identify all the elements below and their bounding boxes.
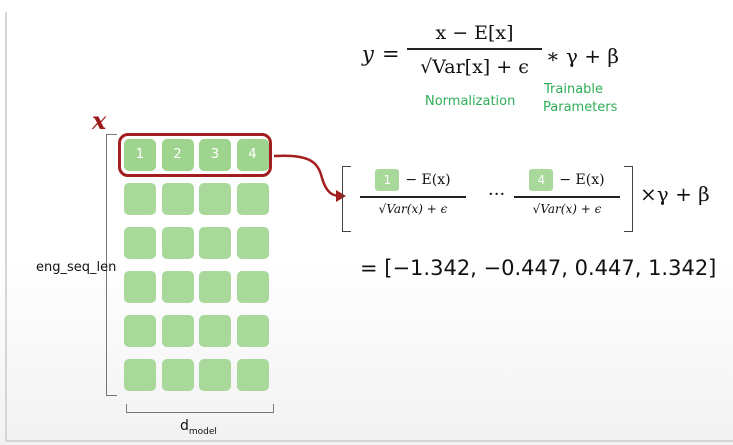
matrix-cell [161, 315, 194, 347]
last-term-denominator: √Var(x) + ϵ [532, 201, 602, 216]
matrix-cell [124, 227, 156, 259]
first-term-bar [360, 196, 466, 198]
matrix-cell [236, 183, 269, 215]
first-term-denominator: √Var(x) + ϵ [378, 201, 448, 216]
formula-scale-shift: ∗ γ + β [546, 44, 619, 68]
trainable-label: Trainable [544, 82, 604, 97]
last-term-numerator: 4 − E(x) [514, 168, 620, 192]
normalized-result: = [−1.342, −0.447, 0.447, 1.342] [360, 256, 717, 280]
d-model-bracket [126, 404, 274, 413]
highlighted-row-box [118, 133, 272, 177]
matrix-cell [161, 227, 194, 259]
matrix-cell [199, 183, 231, 215]
formula-fraction: x − E[x] √Var[x] + ϵ [407, 20, 542, 82]
matrix-cell [161, 271, 194, 303]
seq-len-label: eng_seq_len [36, 260, 117, 275]
ellipsis: ··· [488, 184, 506, 205]
last-term: 4 − E(x) √Var(x) + ϵ [514, 168, 620, 216]
d-model-main: d [180, 418, 189, 434]
arrow-path [273, 154, 341, 198]
layernorm-formula: y = x − E[x] √Var[x] + ϵ ∗ γ + β [362, 20, 662, 90]
matrix-cell-value: 2 [161, 139, 194, 171]
matrix-cell [199, 271, 231, 303]
matrix-cell [161, 183, 194, 215]
matrix-cell [236, 271, 269, 303]
matrix-cell [199, 315, 231, 347]
matrix-cell-value: 4 [236, 139, 269, 171]
matrix-cell [161, 359, 194, 391]
matrix-cell [124, 271, 156, 303]
matrix-cell-value: 1 [124, 139, 156, 171]
matrix-cell-value: 3 [199, 139, 231, 171]
matrix-cell [124, 315, 156, 347]
right-bracket [624, 166, 633, 232]
matrix-cell [236, 359, 269, 391]
formula-equals: = [382, 42, 400, 66]
formula-lhs: y [362, 42, 374, 66]
formula-denominator: √Var[x] + ϵ [420, 55, 529, 78]
matrix-cell [236, 227, 269, 259]
arrow-head [336, 190, 346, 202]
expanded-formula: 1 − E(x) √Var(x) + ϵ ··· 4 − E(x) √Var(x) … [342, 162, 727, 242]
frame-left-border [5, 12, 7, 442]
last-term-minus-mean: − E(x) [559, 172, 605, 188]
matrix-cell [124, 359, 156, 391]
matrix-cell [199, 227, 231, 259]
row-arrow [273, 154, 346, 202]
matrix-cell [236, 315, 269, 347]
matrix-cell [199, 359, 231, 391]
x-variable-label: x [92, 106, 107, 135]
scale-shift-tail: ×γ + β [640, 182, 710, 206]
value-chip-last: 4 [529, 169, 554, 191]
d-model-label: dmodel [180, 418, 217, 437]
left-bracket [342, 166, 351, 232]
first-term-minus-mean: − E(x) [405, 172, 451, 188]
d-model-subscript: model [188, 426, 217, 437]
matrix-cell [124, 183, 156, 215]
normalization-label: Normalization [425, 94, 516, 109]
parameters-label: Parameters [543, 100, 618, 115]
formula-numerator: x − E[x] [435, 22, 514, 44]
value-chip-first: 1 [375, 169, 400, 191]
last-term-bar [514, 196, 620, 198]
first-term-numerator: 1 − E(x) [360, 168, 466, 192]
formula-fraction-bar [407, 48, 542, 50]
first-term: 1 − E(x) √Var(x) + ϵ [360, 168, 466, 216]
seq-len-bracket [106, 134, 117, 396]
frame-bottom-border [5, 440, 733, 442]
